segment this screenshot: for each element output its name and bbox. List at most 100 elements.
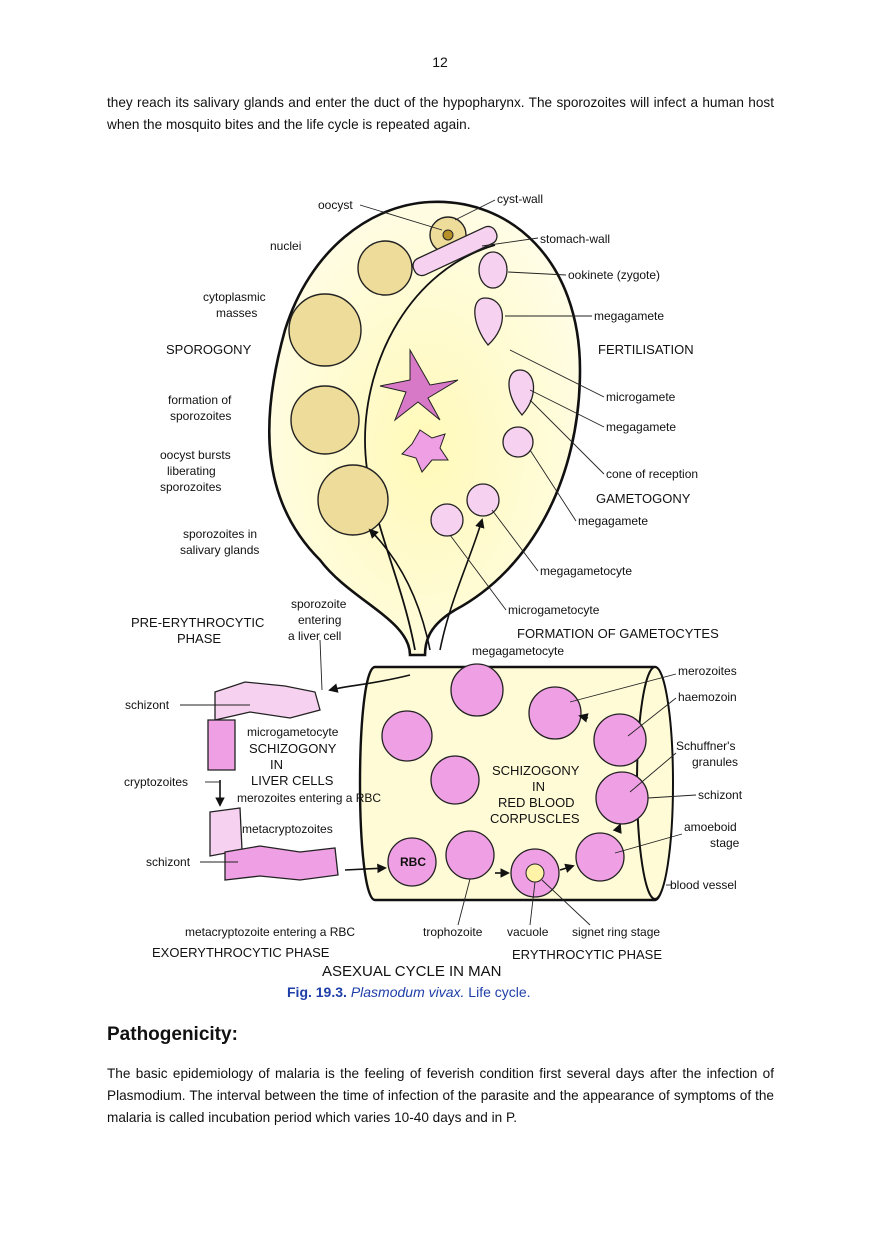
label-cone-of-reception: cone of reception xyxy=(606,467,698,481)
label-schizont-1: schizont xyxy=(125,698,170,712)
leader-schuffners xyxy=(629,752,677,793)
plasmodium-life-cycle-figure: oocyst cyst-wall nuclei stomach-wall ook… xyxy=(124,192,743,1000)
label-corpuscles: CORPUSCLES xyxy=(490,811,580,826)
leader-microgamete xyxy=(509,349,605,398)
ookinete-icon xyxy=(478,251,508,289)
label-oocyst: oocyst xyxy=(318,198,353,212)
label-entering: entering xyxy=(298,613,341,627)
leader-amoeboid xyxy=(614,833,683,854)
label-sporozoites-2: sporozoites xyxy=(160,480,221,494)
label-microgamete: microgamete xyxy=(606,390,676,404)
label-asexual-cycle: ASEXUAL CYCLE IN MAN xyxy=(322,963,502,980)
arrow-sporozoites-up xyxy=(368,528,431,651)
label-gametogony: GAMETOGONY xyxy=(596,491,691,506)
cytoplasmic-masses-cyst xyxy=(288,293,362,367)
label-sporogony: SPOROGONY xyxy=(166,342,252,357)
label-microgametocyte-2: microgametocyte xyxy=(247,725,339,739)
label-salivary-glands: salivary glands xyxy=(180,543,259,557)
label-fertilisation: FERTILISATION xyxy=(598,342,694,357)
arrow-rbc-cycle-4 xyxy=(578,713,589,723)
label-masses: masses xyxy=(216,306,257,320)
rbc-megagametocyte xyxy=(450,663,504,717)
label-sporozoite: sporozoite xyxy=(291,597,347,611)
label-schizont-3: schizont xyxy=(146,855,191,869)
rbc-trophozoite xyxy=(445,830,495,880)
megagametocyte-cell xyxy=(466,483,500,517)
label-cyst-wall: cyst-wall xyxy=(497,192,543,206)
label-rbc: RBC xyxy=(400,855,426,869)
liver-cell-chain-top xyxy=(214,681,321,721)
label-blood-vessel: blood vessel xyxy=(670,878,737,892)
stomach-inner-wall xyxy=(364,244,496,651)
leader-ookinete xyxy=(507,271,567,276)
megagamete-round-icon xyxy=(502,426,534,458)
label-haemozoin: haemozoin xyxy=(678,690,737,704)
megagamete-icon xyxy=(474,297,504,346)
leader-megagamete-2 xyxy=(529,389,605,428)
leader-haemozoin xyxy=(627,697,677,737)
label-merozoites: merozoites xyxy=(678,664,737,678)
leader-merozoites xyxy=(569,673,677,703)
label-microgametocyte-1: microgametocyte xyxy=(508,603,600,617)
label-red-blood: RED BLOOD xyxy=(498,795,575,810)
leader-schizont-right xyxy=(647,794,697,799)
label-erythrocytic-phase: ERYTHROCYTIC PHASE xyxy=(512,947,662,962)
label-megagamete-3: megagamete xyxy=(578,514,648,528)
label-schuffners: Schuffner's xyxy=(676,739,735,753)
label-stage: stage xyxy=(710,836,740,850)
leader-stomach-wall xyxy=(481,237,539,247)
label-in-liver: IN xyxy=(270,757,283,772)
rbc-merozoites xyxy=(528,686,582,740)
label-megagametocyte-2: megagametocyte xyxy=(472,644,564,658)
leader-microgametocyte xyxy=(449,534,507,611)
sporozoite-formation-cyst xyxy=(290,385,360,455)
label-megagamete-2: megagamete xyxy=(606,420,676,434)
label-oocyst-bursts: oocyst bursts xyxy=(160,448,231,462)
intro-paragraph: they reach its salivary glands and enter… xyxy=(107,95,774,132)
label-exoerythrocytic-phase: EXOERYTHROCYTIC PHASE xyxy=(152,945,330,960)
leader-megagamete-3 xyxy=(529,449,577,522)
label-trophozoite: trophozoite xyxy=(423,925,483,939)
leader-vacuole xyxy=(529,881,536,926)
label-ookinete: ookinete (zygote) xyxy=(568,268,660,282)
liver-cell-chain-bottom xyxy=(224,845,339,881)
microgametocyte-cell xyxy=(430,503,464,537)
leader-signet-ring xyxy=(541,879,591,926)
label-nuclei: nuclei xyxy=(270,239,301,253)
label-cryptozoites: cryptozoites xyxy=(124,775,188,789)
label-phase: PHASE xyxy=(177,631,221,646)
rbc-microgametocyte xyxy=(381,710,433,762)
label-liberating: liberating xyxy=(167,464,216,478)
liver-cell-chain-low xyxy=(209,807,243,857)
label-schizogony-rbc: SCHIZOGONY xyxy=(492,763,580,778)
microgamete-star-icon xyxy=(401,429,449,473)
label-signet-ring: signet ring stage xyxy=(572,925,660,939)
rbc-schizont-2 xyxy=(595,771,649,825)
leader-megagametocyte xyxy=(491,509,539,572)
label-formation-of: formation of xyxy=(168,393,232,407)
page-number: 12 xyxy=(432,54,448,70)
label-liver-cells: LIVER CELLS xyxy=(251,773,334,788)
label-sporozoites-1: sporozoites xyxy=(170,409,231,423)
label-merozoites-entering: merozoites entering a RBC xyxy=(237,791,381,805)
label-formation-of-gametocytes: FORMATION OF GAMETOCYTES xyxy=(517,626,719,641)
label-pre-erythrocytic: PRE-ERYTHROCYTIC xyxy=(131,615,264,630)
megagamete-cone-icon xyxy=(508,369,535,416)
rbc-vacuole xyxy=(525,863,545,883)
figure-caption: Fig. 19.3. Plasmodum vivax. Life cycle. xyxy=(287,984,531,1000)
label-schizogony-liver: SCHIZOGONY xyxy=(249,741,337,756)
label-megagamete-1: megagamete xyxy=(594,309,664,323)
leader-cone xyxy=(529,399,605,475)
oocyst-burst-cyst xyxy=(317,464,389,536)
leader-liver-sporozoite xyxy=(319,639,323,691)
label-sporozoites-in: sporozoites in xyxy=(183,527,257,541)
liver-cell-chain-mid xyxy=(207,719,236,771)
arrow-rbc-cycle-2 xyxy=(559,863,575,873)
label-amoeboid: amoeboid xyxy=(684,820,737,834)
label-stomach-wall: stomach-wall xyxy=(540,232,610,246)
fertilisation-icon xyxy=(379,348,459,422)
label-metacryptozoite-entering: metacryptozoite entering a RBC xyxy=(185,925,355,939)
arrow-rbc-cycle-3 xyxy=(612,823,622,834)
arrow-gametocytes-up xyxy=(439,518,485,651)
rbc-label-cell xyxy=(387,837,437,887)
